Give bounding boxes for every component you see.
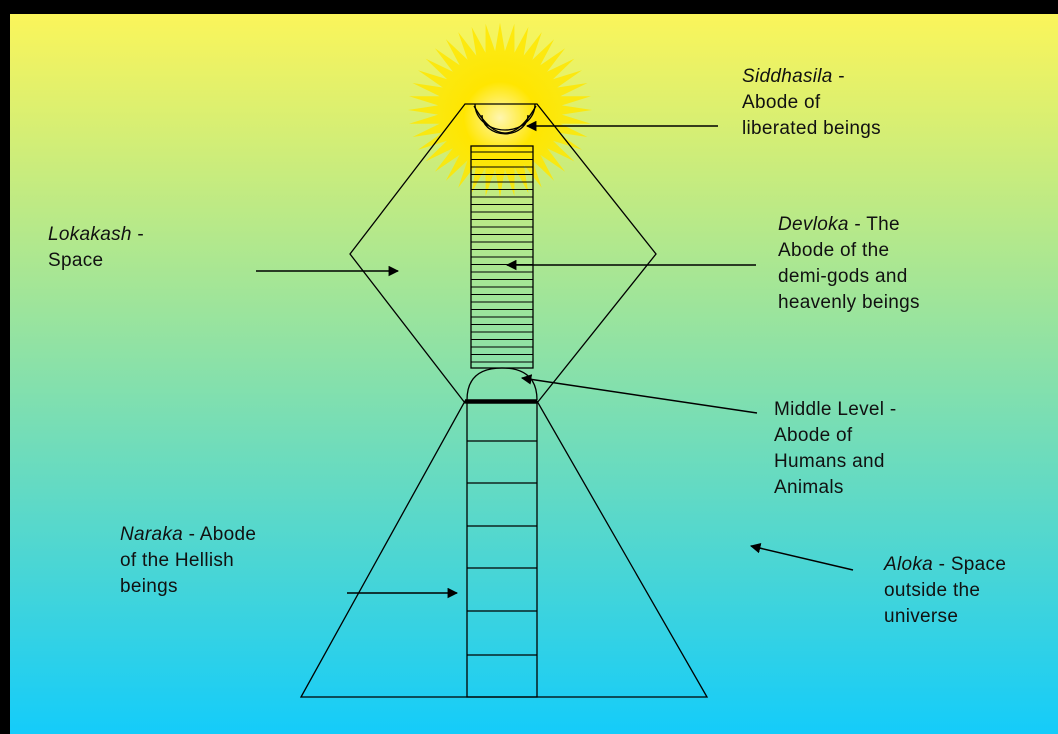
middle-line3: Humans and [774, 449, 896, 475]
naraka-sep: - Abode [183, 524, 256, 545]
aloka-line3: universe [884, 604, 1006, 630]
devloka-label: Devloka - The Abode of the demi-gods and… [778, 212, 920, 316]
siddhasila-sep: - [833, 66, 845, 87]
aloka-sep: - Space [933, 554, 1006, 575]
devloka-line3: demi-gods and [778, 264, 920, 290]
lokakash-name: Lokakash [48, 224, 132, 245]
devloka-name: Devloka [778, 214, 849, 235]
siddhasila-label: Siddhasila - Abode of liberated beings [742, 64, 881, 142]
middle-line2: Abode of [774, 423, 896, 449]
middle-level-label: Middle Level - Abode of Humans and Anima… [774, 397, 896, 501]
naraka-line3: beings [120, 574, 256, 600]
siddhasila-line2: Abode of [742, 90, 881, 116]
lokakash-label: Lokakash - Space [48, 222, 144, 274]
siddhasila-name: Siddhasila [742, 66, 833, 87]
aloka-label: Aloka - Space outside the universe [884, 552, 1006, 630]
aloka-name: Aloka [884, 554, 933, 575]
siddhasila-line3: liberated beings [742, 116, 881, 142]
lokakash-line2: Space [48, 248, 144, 274]
sun-icon [408, 23, 592, 198]
devloka-sep: - The [849, 214, 900, 235]
aloka-line2: outside the [884, 578, 1006, 604]
naraka-line2: of the Hellish [120, 548, 256, 574]
middle-line1: Middle Level - [774, 397, 896, 423]
naraka-name: Naraka [120, 524, 183, 545]
devloka-line4: heavenly beings [778, 290, 920, 316]
devloka-line2: Abode of the [778, 238, 920, 264]
middle-line4: Animals [774, 475, 896, 501]
naraka-label: Naraka - Abode of the Hellish beings [120, 522, 256, 600]
lokakash-sep: - [132, 224, 144, 245]
